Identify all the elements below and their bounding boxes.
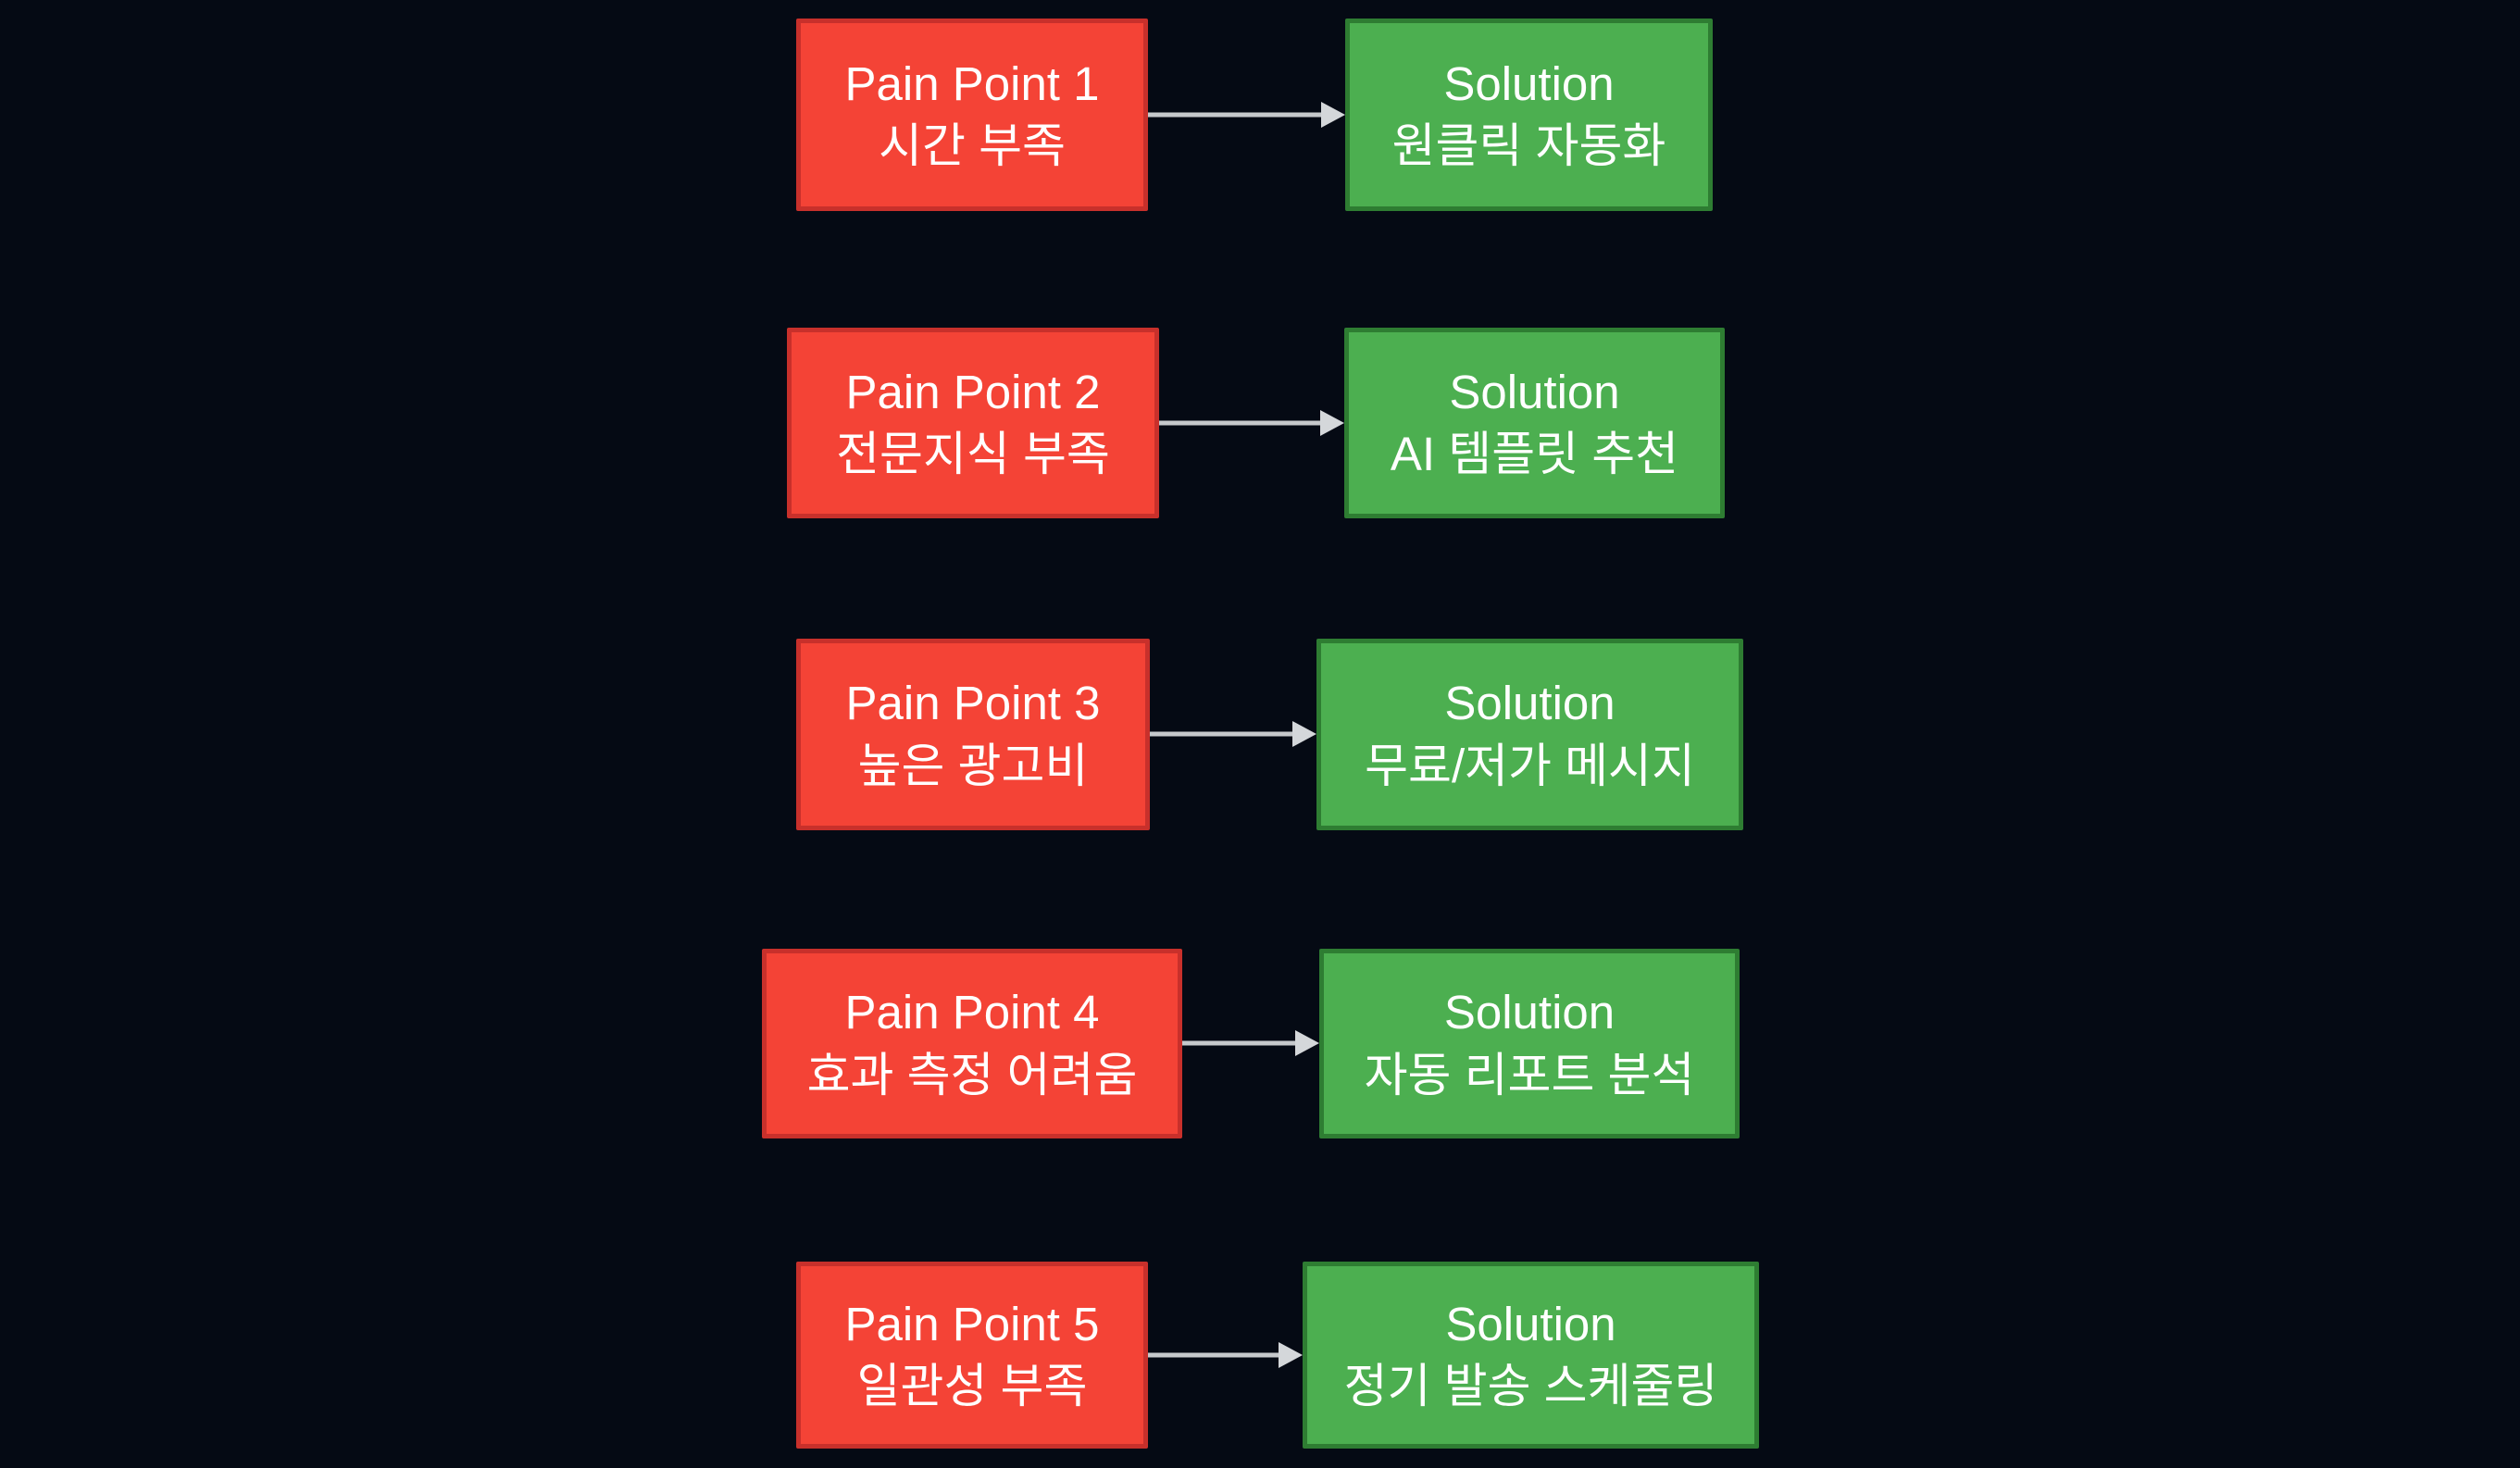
arrowhead-icon <box>1295 1030 1319 1056</box>
arrow-line <box>1148 112 1323 118</box>
solution-title: Solution <box>1444 677 1616 730</box>
arrow-connector-5 <box>1148 1342 1303 1368</box>
arrowhead-icon <box>1320 410 1344 436</box>
pain-point-subtitle: 일관성 부족 <box>856 1360 1088 1412</box>
pain-point-subtitle: 높은 광고비 <box>857 739 1089 792</box>
solution-subtitle: AI 템플릿 추천 <box>1390 428 1679 480</box>
pain-point-title: Pain Point 5 <box>844 1297 1100 1350</box>
arrow-line <box>1182 1040 1297 1046</box>
solution-subtitle: 자동 리포트 분석 <box>1364 1048 1695 1101</box>
pain-point-title: Pain Point 1 <box>844 56 1100 110</box>
solution-title: Solution <box>1445 1297 1616 1350</box>
pain-point-title: Pain Point 4 <box>844 986 1100 1039</box>
pain-point-subtitle: 전문지식 부족 <box>836 428 1110 480</box>
solution-box-5: Solution 정기 발송 스케줄링 <box>1303 1262 1759 1449</box>
pain-point-subtitle: 시간 부족 <box>879 119 1066 172</box>
solution-title: Solution <box>1443 56 1615 110</box>
solution-box-2: Solution AI 템플릿 추천 <box>1344 328 1725 518</box>
pain-point-box-1: Pain Point 1 시간 부족 <box>796 19 1148 211</box>
arrowhead-icon <box>1321 102 1345 128</box>
pain-point-box-2: Pain Point 2 전문지식 부족 <box>787 328 1159 518</box>
solution-box-3: Solution 무료/저가 메시지 <box>1316 639 1743 830</box>
pain-point-box-5: Pain Point 5 일관성 부족 <box>796 1262 1148 1449</box>
solution-box-4: Solution 자동 리포트 분석 <box>1319 949 1740 1138</box>
arrow-connector-1 <box>1148 102 1345 128</box>
arrow-connector-3 <box>1150 721 1316 747</box>
arrowhead-icon <box>1279 1342 1303 1368</box>
arrow-connector-4 <box>1182 1030 1319 1056</box>
solution-title: Solution <box>1449 365 1620 418</box>
pain-point-subtitle: 효과 측정 어려움 <box>806 1048 1138 1101</box>
pain-point-title: Pain Point 2 <box>845 365 1101 418</box>
solution-title: Solution <box>1443 986 1616 1039</box>
solution-subtitle: 원클릭 자동화 <box>1391 119 1666 172</box>
pain-point-box-3: Pain Point 3 높은 광고비 <box>796 639 1150 830</box>
solution-subtitle: 무료/저가 메시지 <box>1365 739 1695 792</box>
pain-point-box-4: Pain Point 4 효과 측정 어려움 <box>762 949 1182 1138</box>
arrow-line <box>1159 420 1322 426</box>
solution-box-1: Solution 원클릭 자동화 <box>1345 19 1713 211</box>
pain-point-title: Pain Point 3 <box>845 677 1101 730</box>
arrow-connector-2 <box>1159 410 1344 436</box>
arrow-line <box>1148 1352 1280 1358</box>
arrowhead-icon <box>1292 721 1316 747</box>
arrow-line <box>1150 731 1294 737</box>
solution-subtitle: 정기 발송 스케줄링 <box>1343 1360 1718 1412</box>
